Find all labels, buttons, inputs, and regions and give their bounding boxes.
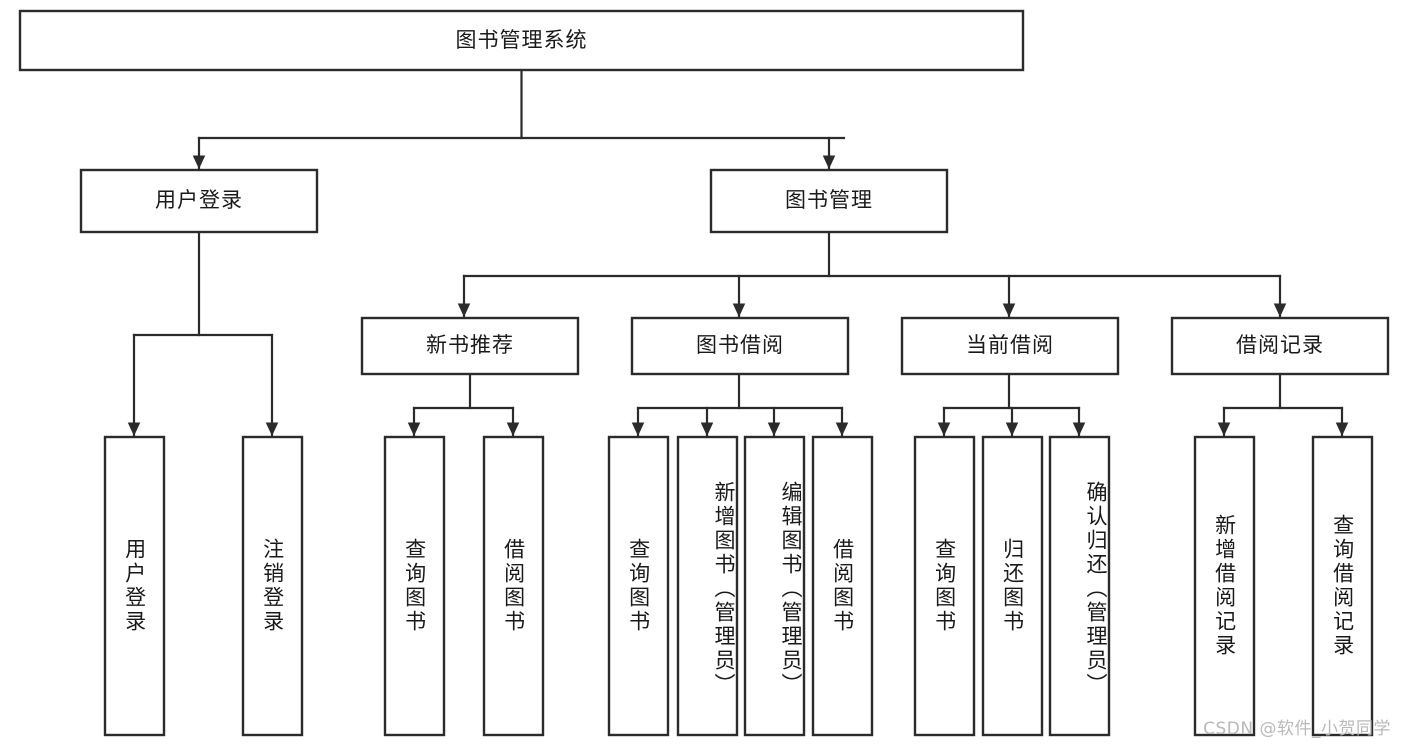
connector-group-book-mgmt [457,230,1287,318]
node-box-leaf-6[interactable] [676,435,739,737]
watermark-text: CSDN @软件_小贺同学 [1203,719,1391,739]
node-box-new-book-recommend[interactable] [360,316,580,376]
node-box-leaf-3[interactable] [383,435,446,737]
node-box-leaf-5[interactable] [607,435,670,737]
node-box-root[interactable] [18,9,1025,72]
node-box-leaf-4[interactable] [482,435,545,737]
connector-group-borrow [631,372,849,437]
node-box-user-login[interactable] [79,168,319,234]
connector-group-current [937,372,1086,437]
connector-group-root [192,68,846,170]
node-box-leaf-12[interactable] [1193,435,1256,737]
node-box-leaf-2[interactable] [241,435,304,737]
node-box-leaf-13[interactable] [1311,435,1374,737]
node-box-leaf-11[interactable] [1048,435,1111,737]
connector-group-records [1217,372,1349,437]
node-box-leaf-7[interactable] [743,435,806,737]
node-box-current-borrow[interactable] [900,316,1120,376]
node-box-leaf-9[interactable] [913,435,976,737]
node-box-leaf-1[interactable] [103,435,166,737]
connector-group-new-book [407,372,520,437]
node-box-leaf-8[interactable] [811,435,874,737]
node-box-leaf-10[interactable] [981,435,1044,737]
node-box-book-borrow[interactable] [630,316,850,376]
node-box-borrow-records[interactable] [1170,316,1390,376]
connector-group-user-login [127,230,279,437]
node-box-book-management[interactable] [709,168,949,234]
